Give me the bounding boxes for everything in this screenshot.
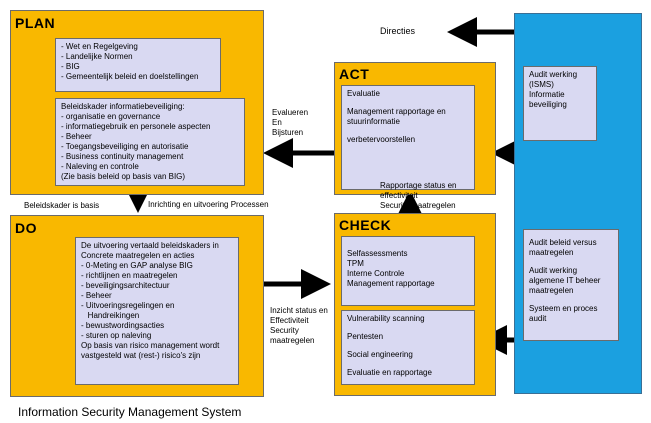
plan-box2-line: - informatiegebruik en personele aspecte… (61, 122, 211, 131)
act-content-box: Evaluatie Management rapportage en stuur… (341, 85, 475, 190)
evalueren-line: Bijsturen (272, 128, 304, 137)
audit-box2-line: Audit werking (529, 266, 578, 275)
directies-label: Directies (380, 26, 416, 36)
check-testing-box: Vulnerability scanning Pentesten Social … (341, 310, 475, 385)
audit-box1-line: beveiliging (529, 100, 567, 109)
do-panel: DO De uitvoering vertaald beleidskaders … (10, 215, 264, 397)
check-box2-item: Evaluatie en rapportage (347, 368, 432, 377)
check-box1-item: TPM (347, 259, 364, 268)
beleidskader-label: Beleidskader is basis (24, 201, 100, 210)
audit-details-box: Audit beleid versus maatregelen Audit we… (523, 229, 619, 341)
check-box2-item: Vulnerability scanning (347, 314, 425, 323)
do-item: Handreikingen (81, 311, 140, 320)
act-title: ACT (339, 66, 370, 82)
do-item: De uitvoering vertaald beleidskaders in (81, 241, 219, 250)
check-panel: CHECK Selfassessments TPM Interne Contro… (334, 213, 496, 396)
inzicht-line: Effectiviteit (270, 316, 309, 325)
audit-box2-line: maatregelen (529, 286, 574, 295)
plan-box2-line: - Naleving en controle (61, 162, 139, 171)
plan-regulations-box: - Wet en Regelgeving - Landelijke Normen… (55, 38, 221, 92)
evalueren-line: En (272, 118, 282, 127)
act-item: verbetervoorstellen (347, 135, 416, 144)
do-item: - 0-Meting en GAP analyse BIG (81, 261, 193, 270)
inzicht-line: maatregelen (270, 336, 315, 345)
plan-box2-line: - organisatie en governance (61, 112, 161, 121)
plan-title: PLAN (15, 15, 56, 31)
audit-box1-line: Audit werking (529, 70, 578, 79)
do-item: - richtlijnen en maatregelen (81, 271, 178, 280)
do-item: - beveiligingsarchitectuur (81, 281, 170, 290)
do-content-box: De uitvoering vertaald beleidskaders in … (75, 237, 239, 385)
plan-box2-line: - Business continuity management (61, 152, 184, 161)
inrichting-label: Inrichting en uitvoering Processen (148, 200, 269, 209)
plan-box1-line: - BIG (61, 62, 80, 71)
audit-box2-line: Audit beleid versus (529, 238, 597, 247)
evalueren-line: Evalueren (272, 108, 309, 117)
audit-box2-line: audit (529, 314, 547, 323)
audit-column: Audit werking (ISMS) Informatie beveilig… (514, 13, 642, 394)
act-item: Management rapportage en stuurinformatie (347, 107, 446, 126)
rapportage-line: effectiviteit (380, 191, 418, 200)
audit-isms-box: Audit werking (ISMS) Informatie beveilig… (523, 66, 597, 141)
plan-box2-line: - Toegangsbeveiliging en autorisatie (61, 142, 189, 151)
check-box2-item: Social engineering (347, 350, 413, 359)
audit-box1-line: Informatie (529, 90, 565, 99)
do-title: DO (15, 220, 37, 236)
do-item: - bewustwordingsacties (81, 321, 165, 330)
plan-panel: PLAN - Wet en Regelgeving - Landelijke N… (10, 10, 264, 195)
diagram-caption: Information Security Management System (18, 405, 242, 419)
plan-box2-line: (Zie basis beleid op basis van BIG) (61, 172, 186, 181)
do-item: Op basis van risico management wordt (81, 341, 220, 350)
rapportage-label: Rapportage status en effectiviteit Secur… (380, 181, 457, 211)
do-item: - sturen op naleving (81, 331, 152, 340)
plan-box1-line: - Landelijke Normen (61, 52, 133, 61)
audit-box2-line: Systeem en proces (529, 304, 598, 313)
act-item: Evaluatie (347, 89, 380, 98)
plan-box1-line: - Wet en Regelgeving (61, 42, 138, 51)
check-assessment-box: Selfassessments TPM Interne Controle Man… (341, 236, 475, 306)
check-box1-item: Interne Controle (347, 269, 405, 278)
do-item: vastgesteld wat (rest-) risico's zijn (81, 351, 201, 360)
do-item: - Uitvoeringsregelingen en (81, 301, 175, 310)
rapportage-line: Rapportage status en (380, 181, 457, 190)
check-title: CHECK (339, 217, 392, 233)
check-box1-item: Selfassessments (347, 249, 408, 258)
plan-box2-line: - Beheer (61, 132, 92, 141)
plan-policy-box: Beleidskader informatiebeveiliging: - or… (55, 98, 245, 186)
audit-box2-line: algemene IT beheer (529, 276, 601, 285)
audit-box1-line: (ISMS) (529, 80, 554, 89)
inzicht-line: Security (270, 326, 299, 335)
inzicht-line: Inzicht status en (270, 306, 328, 315)
rapportage-line: Security maatregelen (380, 201, 456, 210)
do-item: Concrete maatregelen en acties (81, 251, 195, 260)
audit-box2-line: maatregelen (529, 248, 574, 257)
inzicht-label: Inzicht status en Effectiviteit Security… (270, 306, 328, 346)
check-box1-item: Management rapportage (347, 279, 435, 288)
do-item: - Beheer (81, 291, 112, 300)
act-panel: ACT Evaluatie Management rapportage en s… (334, 62, 496, 195)
evalueren-label: Evalueren En Bijsturen (272, 108, 308, 138)
plan-box2-line: Beleidskader informatiebeveiliging: (61, 102, 185, 111)
check-box2-item: Pentesten (347, 332, 384, 341)
plan-box1-line: - Gemeentelijk beleid en doelstellingen (61, 72, 199, 81)
